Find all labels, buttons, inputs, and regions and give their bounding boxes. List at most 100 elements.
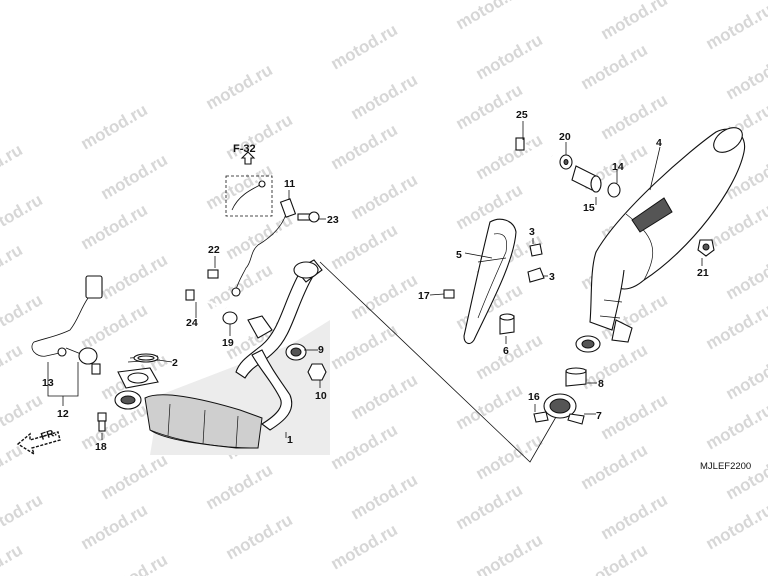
watermark-text: motod.ru — [0, 390, 46, 443]
part-label-p4: 4 — [656, 137, 662, 149]
part-label-p24: 24 — [186, 317, 198, 329]
nut-10 — [308, 364, 326, 380]
bolt-17 — [444, 290, 454, 298]
watermark-text: motod.ru — [703, 400, 768, 453]
watermark-text: motod.ru — [723, 50, 768, 103]
gasket-9 — [286, 344, 306, 360]
part-label-p19: 19 — [222, 337, 234, 349]
part-label-p10: 10 — [315, 390, 327, 402]
watermark-text: motod.ru — [98, 250, 171, 303]
watermark-text: motod.ru — [203, 260, 276, 313]
watermark-text: motod.ru — [78, 400, 151, 453]
watermark-text: motod.ru — [223, 510, 296, 563]
watermark-text: motod.ru — [78, 300, 151, 353]
watermark-text: motod.ru — [328, 420, 401, 473]
part-label-p11: 11 — [284, 178, 295, 190]
ref-f32-label: F-32 — [233, 143, 256, 155]
part-label-p2: 2 — [172, 357, 178, 369]
part-label-p13: 13 — [42, 377, 54, 389]
watermark-text: motod.ru — [723, 350, 768, 403]
watermark-text: motod.ru — [348, 470, 421, 523]
part-label-p3b: 3 — [549, 271, 555, 283]
watermark-text: motod.ru — [453, 0, 526, 33]
watermark-text: motod.ru — [578, 40, 651, 93]
part-label-p3a: 3 — [529, 226, 535, 238]
front-arrow: FR. — [18, 427, 60, 454]
watermark-text: motod.ru — [223, 110, 296, 163]
part-label-p7: 7 — [596, 410, 602, 422]
watermark-text: motod.ru — [473, 330, 546, 383]
watermark-text: motod.ru — [473, 530, 546, 576]
watermark-text: motod.ru — [723, 250, 768, 303]
bolt-16 — [534, 412, 548, 422]
watermark-text: motod.ru — [703, 300, 768, 353]
watermark-text: motod.ru — [703, 500, 768, 553]
watermark-text: motod.ru — [98, 450, 171, 503]
watermark-text: motod.ru — [453, 80, 526, 133]
watermark-text: motod.ru — [0, 440, 26, 493]
part-label-p17: 17 — [418, 290, 430, 302]
gasket-8 — [566, 368, 586, 386]
watermark-text: motod.ru — [78, 500, 151, 553]
part-label-p16: 16 — [528, 391, 540, 403]
part-label-p15: 15 — [583, 202, 595, 214]
watermark-text: motod.ru — [0, 490, 46, 543]
watermark-text: motod.ru — [598, 90, 671, 143]
clamp-7 — [544, 394, 584, 424]
part-label-p21: 21 — [697, 267, 709, 279]
part-label-p25: 25 — [516, 109, 528, 121]
watermark-text: motod.ru — [0, 240, 26, 293]
part-label-p8: 8 — [598, 378, 604, 390]
watermark-text: motod.ru — [578, 440, 651, 493]
part-label-p12: 12 — [57, 408, 69, 420]
part-label-p14: 14 — [612, 161, 624, 173]
part-label-p9: 9 — [318, 344, 324, 356]
part-label-p23: 23 — [327, 214, 339, 226]
watermark-text: motod.ru — [703, 0, 768, 53]
watermark-text: motod.ru — [348, 70, 421, 123]
part-label-p1: 1 — [287, 434, 293, 446]
watermark-text: motod.ru — [0, 190, 46, 243]
bolt-22 — [208, 270, 218, 278]
bolt-18 — [98, 413, 106, 431]
watermark-text: motod.ru — [348, 270, 421, 323]
watermark-text: motod.ru — [453, 480, 526, 533]
watermark-text: motod.ru — [328, 120, 401, 173]
watermark-text: motod.ru — [578, 540, 651, 576]
part-label-p18: 18 — [95, 441, 107, 453]
collar-6 — [500, 314, 514, 334]
watermark-text: motod.ru — [598, 490, 671, 543]
watermark-text: motod.ru — [98, 150, 171, 203]
watermark-text: motod.ru — [328, 220, 401, 273]
clip-3a — [530, 244, 542, 256]
watermark-text: motod.ru — [723, 450, 768, 503]
watermark-text: motod.ru — [203, 160, 276, 213]
watermark-text: motod.ru — [348, 170, 421, 223]
watermark-text: motod.ru — [78, 100, 151, 153]
part-label-p22: 22 — [208, 244, 220, 256]
watermark-text: motod.ru — [328, 20, 401, 73]
bolt-23 — [298, 212, 319, 222]
watermark-text: motod.ru — [348, 370, 421, 423]
watermark-text: motod.ru — [203, 460, 276, 513]
part-label-p20: 20 — [559, 131, 571, 143]
watermark-text: motod.ru — [473, 130, 546, 183]
watermark-text: motod.ru — [203, 60, 276, 113]
washer-14 — [608, 183, 620, 197]
diagram-code: MJLEF2200 — [700, 461, 751, 472]
watermark-text: motod.ru — [473, 30, 546, 83]
sensor-harness — [32, 276, 102, 374]
watermark-text: motod.ru — [453, 380, 526, 433]
gasket-2 — [134, 354, 158, 362]
washer-19 — [223, 312, 237, 324]
part-label-p5: 5 — [456, 249, 462, 261]
watermark-text: motod.ru — [98, 550, 171, 576]
watermark-text: motod.ru — [78, 200, 151, 253]
clip-3b — [528, 268, 544, 282]
watermark-text: motod.ru — [328, 520, 401, 573]
part-label-p6: 6 — [503, 345, 509, 357]
watermark-text: motod.ru — [0, 340, 26, 393]
watermark-text: motod.ru — [598, 390, 671, 443]
